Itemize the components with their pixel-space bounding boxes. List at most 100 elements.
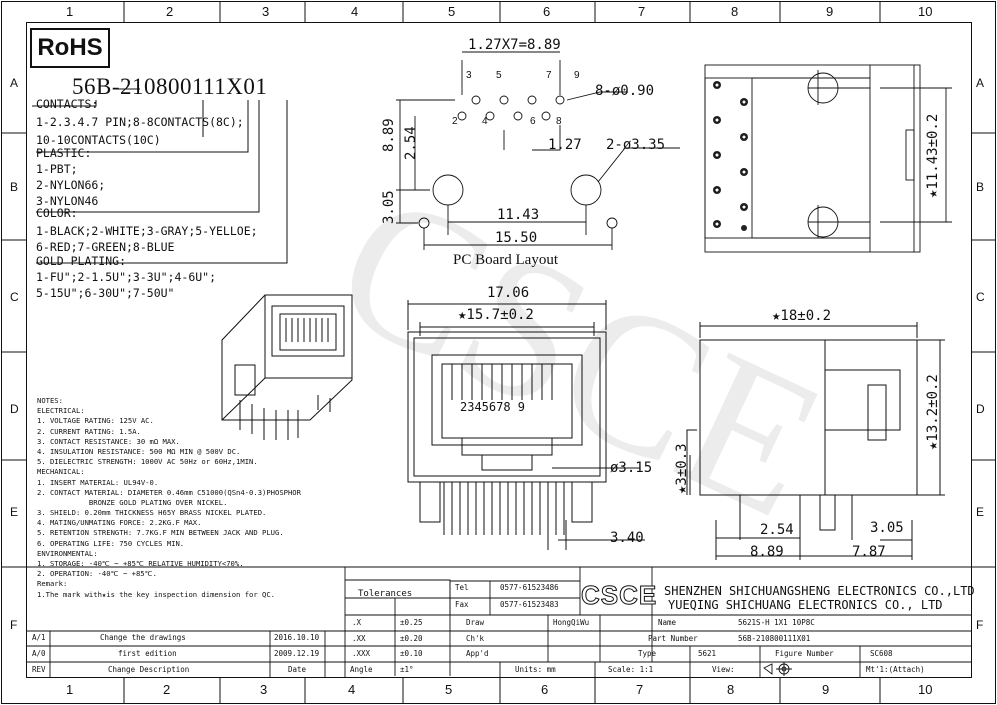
change-description-header: Change Description [108,665,190,674]
pcb-pin-7: 7 [546,70,552,81]
part-number-code: 56B-210800111X01 [72,74,268,99]
col-label-8: 8 [731,4,739,19]
tol-xxx-value: ±0.10 [400,649,423,658]
rev-a0-code: A/0 [32,649,46,658]
legend-gold-1: 1-FU";2-1.5U";3-3U";4-6U"; [36,270,217,284]
row-label-d-right: D [976,402,985,416]
tel-value: 0577-61523486 [500,583,559,592]
angle-label: Angle [350,665,373,674]
legend-plastic-1: 1-PBT; [36,162,78,176]
note-line: 4. MATING/UNMATING FORCE: 2.2KG.F MAX. [37,518,202,528]
front-width-key-dim: ★15.7±0.2 [458,307,534,323]
col-label-3: 3 [262,4,270,19]
col-label-bottom-8: 8 [727,682,735,697]
legend-plastic-2: 2-NYLON66; [36,178,106,192]
col-label-bottom-3: 3 [260,682,268,697]
pcb-1143-dim: 11.43 [497,207,540,223]
col-label-1: 1 [66,4,74,19]
row-label-e-right: E [976,505,985,519]
tol-xxx-label: .XXX [352,649,371,658]
note-line: 5. RETENTION STRENGTH: 7.7KG.F MIN BETWE… [37,528,284,538]
tolerances-label: Tolerances [358,589,413,599]
note-line: 3. SHIELD: 0.20mm THICKNESS H65Y BRASS N… [37,508,267,518]
col-label-bottom-9: 9 [822,682,830,697]
legend-gold-2: 5-15U";6-30U";7-50U" [36,286,175,300]
note-line: 2. CURRENT RATING: 1.5A. [37,426,141,436]
legend-gold-title: GOLD PLATING: [36,254,127,268]
row-label-e: E [10,505,19,519]
type-value: 5621 [698,649,717,658]
drawer-name: HongQiWu [553,618,590,627]
tol-xx-value: ±0.20 [400,634,423,643]
pcb-pitch-dim: 1.27X7=8.89 [468,37,561,53]
col-label-bottom-10: 10 [918,682,933,697]
pcb-127-dim: 1.27 [548,137,582,153]
tol-x-label: .X [352,618,362,627]
angle-value: ±1° [400,665,414,674]
front-contact-numbers: 2345678 9 [460,400,526,414]
note-line: MECHANICAL: [37,467,85,477]
fax-value: 0577-61523483 [500,600,559,609]
name-value: 5621S-H 1X1 10P8C [738,618,815,627]
note-line: 2. CONTACT MATERIAL: DIAMETER 0.46mm C51… [37,487,301,497]
col-label-bottom-4: 4 [348,682,356,697]
part-number-label: Part Number [648,634,698,643]
note-line: 2. OPERATION: -40℃ ~ +85℃. [37,569,157,579]
tol-x-value: ±0.25 [400,618,423,627]
legend-color-2: 6-RED;7-GREEN;8-BLUE [36,240,175,254]
pcb-889-dim: 8.89 [381,118,397,152]
row-label-f-right: F [976,618,984,632]
csce-logo: CSCE [580,580,658,611]
side-889-dim: 8.89 [750,544,784,560]
note-line: 6. OPERATING LIFE: 750 CYCLES MIN. [37,538,185,548]
figure-number-value: SC608 [870,649,893,658]
note-line: 1. INSERT MATERIAL: UL94V-0. [37,477,159,487]
side-254-dim: 2.54 [760,522,794,538]
pcb-pin-3: 3 [466,70,472,81]
rev-a0-description: first edition [118,649,177,658]
note-line: 1. STORAGE: -40℃ ~ +85℃ RELATIVE HUMIDIT… [37,559,244,568]
check-label: Ch'k [466,634,485,643]
rev-a1-code: A/1 [32,633,46,642]
col-label-2: 2 [166,4,174,19]
col-label-bottom-1: 1 [66,682,74,697]
side-length-dim: ★18±0.2 [772,308,832,324]
tol-xx-label: .XX [352,634,366,643]
col-label-10: 10 [918,4,933,19]
legend-color-title: COLOR: [36,206,78,220]
legend-contacts-title: CONTACTS: [36,97,99,111]
note-line: Remark: [37,579,68,589]
pcb-pin-6: 6 [530,116,536,127]
row-label-b: B [10,180,19,194]
note-line: 1. VOLTAGE RATING: 125V AC. [37,416,154,426]
pcb-pin-4: 4 [482,116,488,127]
note-line: 3. CONTACT RESISTANCE: 30 mΩ MAX. [37,436,180,446]
front-340-dim: 3.40 [610,530,644,546]
scale-label: Scale: 1:1 [608,665,654,674]
pcb-caption: PC Board Layout [453,252,558,268]
pcb-254-dim: 2.54 [403,126,419,160]
draw-label: Draw [466,618,485,627]
date-header: Date [288,665,307,674]
note-line: NOTES: [37,396,63,405]
notes-block: NOTES:ELECTRICAL:1. VOLTAGE RATING: 125V… [37,396,337,602]
pcb-pin-9: 9 [574,70,580,81]
row-label-a-right: A [976,76,985,90]
pcb-1550-dim: 15.50 [495,230,538,246]
note-line: ELECTRICAL: [37,406,85,416]
legend-contacts-1: 1-2.3.4.7 PIN;8-8CONTACTS(8C); [36,115,244,129]
figure-number-label: Figure Number [775,649,834,658]
top-view-height-dim: ★11.43±0.2 [925,113,941,198]
row-label-b-right: B [976,180,985,194]
pcb-small-hole-dim: 8-ø0.90 [595,83,655,99]
pcb-large-hole-dim: 2-ø3.35 [606,137,666,153]
col-label-bottom-7: 7 [636,682,644,697]
col-label-9: 9 [826,4,834,19]
col-label-bottom-2: 2 [163,682,171,697]
material-label: Mt'1:(Attach) [866,665,925,674]
row-label-c: C [10,290,19,304]
col-label-7: 7 [638,4,646,19]
company-name-2: YUEQING SHICHUANG ELECTRONICS CO., LTD [668,598,943,612]
